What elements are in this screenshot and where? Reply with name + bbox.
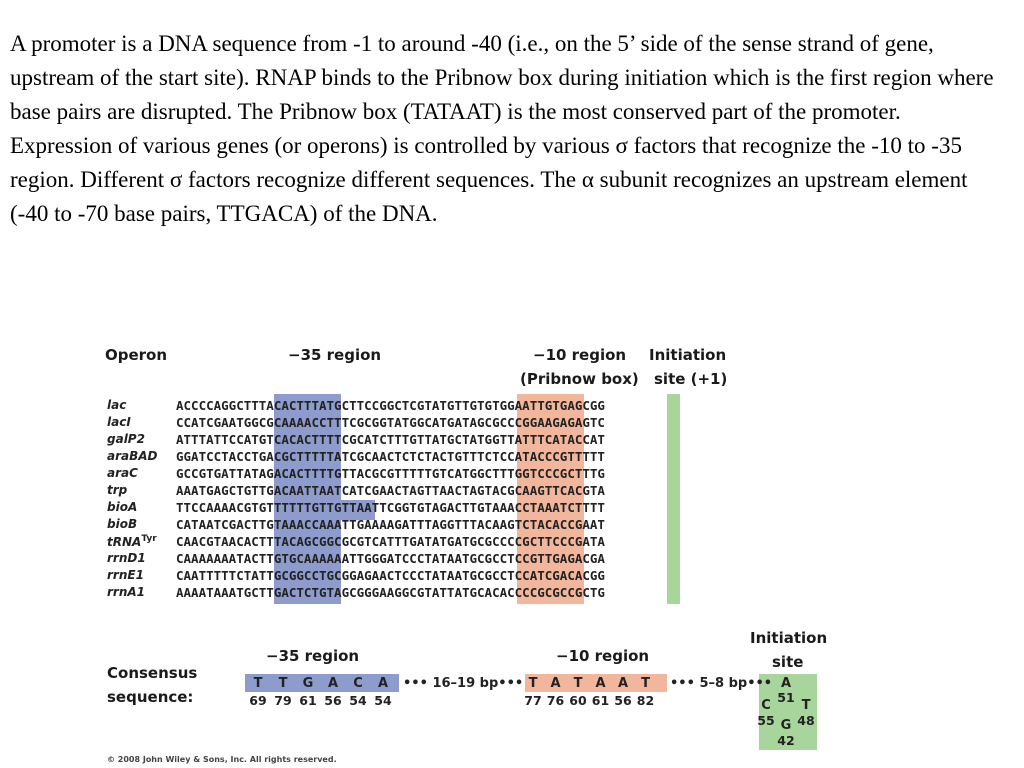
init-percent-g: 42 <box>777 733 795 748</box>
consensus-letter: A <box>377 676 389 691</box>
operon-sequence: GGATCCTACCTGACGCTTTTTATCGCAACTCTCTACTGTT… <box>176 449 605 464</box>
consensus-percent: 77 <box>524 693 542 708</box>
operon-sequence: CATAATCGACTTGTAAACCAAATTGAAAAGATTTAGGTTT… <box>176 517 605 532</box>
operon-sequence: TTCCAAAACGTGTTTTTTGTTGTTAATTCGGTGTAGACTT… <box>176 500 605 515</box>
consensus-letter: A <box>595 676 606 691</box>
operon-name: araC <box>107 466 138 480</box>
minus35-highlight-bioA-extension <box>341 500 375 520</box>
consensus-label-line1: Consensus <box>107 664 198 682</box>
consensus-initiation-header: Initiation <box>750 629 828 647</box>
copyright-notice: © 2008 John Wiley & Sons, Inc. All right… <box>107 755 337 764</box>
pribnow-header: (Pribnow box) <box>520 370 639 388</box>
initiation-site-header: site (+1) <box>654 370 728 388</box>
init-letter-a: A <box>780 676 792 691</box>
operon-name-text: lacI <box>107 415 131 429</box>
operon-name: rrnA1 <box>107 585 145 599</box>
operon-name: araBAD <box>107 449 158 463</box>
operon-name-text: bioA <box>107 500 138 514</box>
spacer-16-19bp-label: 16–19 bp <box>432 676 499 691</box>
consensus-letter: A <box>327 676 339 691</box>
operon-sequence: CAATTTTTCTATTGCGGCCTGCGGAGAACTCCCTATAATG… <box>176 568 605 583</box>
init-letter-g: G <box>780 718 792 733</box>
operon-name-text: rrnD1 <box>107 551 146 565</box>
consensus-letter: T <box>641 676 650 691</box>
operon-sequence: CAAAAAAATACTTGTGCAAAAAATTGGGATCCCTATAATG… <box>176 551 605 566</box>
consensus-percent: 82 <box>636 693 655 708</box>
initiation-header: Initiation <box>649 346 727 364</box>
consensus-minus10-header: −10 region <box>556 647 650 665</box>
consensus-percent: 54 <box>374 693 392 708</box>
operon-name: trp <box>107 483 127 497</box>
operon-name-text: rrnE1 <box>107 568 144 582</box>
consensus-letter: T <box>573 676 583 691</box>
minus10-header: −10 region <box>533 346 627 364</box>
spacer-5-8bp: ••• 5–8 bp••• <box>670 676 773 691</box>
consensus-minus10-box <box>525 674 667 692</box>
operon-name-text: lac <box>107 398 127 412</box>
operon-sequence: AAAATAAATGCTTGACTCTGTAGCGGGAAGGCGTATTATG… <box>176 585 605 600</box>
consensus-minus35-box <box>245 674 399 692</box>
operon-name: lac <box>107 398 126 412</box>
consensus-site-header: site <box>772 653 804 671</box>
operon-sequence: CCATCGAATGGCGCAAAACCTTTCGCGGTATGGCATGATA… <box>176 415 605 430</box>
consensus-percent: 56 <box>324 693 342 708</box>
init-letter-t: T <box>801 698 811 713</box>
minus35-header: −35 region <box>288 346 382 364</box>
consensus-percent: 54 <box>349 693 367 708</box>
operon-sequence: ATTTATTCCATGTCACACTTTTCGCATCTTTGTTATGCTA… <box>176 432 605 447</box>
consensus-percent: 60 <box>569 693 587 708</box>
consensus-percent: 61 <box>591 693 610 708</box>
consensus-percent: 56 <box>614 693 632 708</box>
spacer-5-8bp-label: 5–8 bp <box>699 676 748 691</box>
operon-header: Operon <box>105 346 168 364</box>
operon-sequence: AAATGAGCTGTTGACAATTAATCATCGAACTAGTTAACTA… <box>176 483 605 498</box>
operon-name: tRNATyr <box>107 534 157 549</box>
operon-name-text: rrnA1 <box>107 585 146 599</box>
consensus-label-line2: sequence: <box>107 688 194 706</box>
consensus-letter: C <box>353 676 363 691</box>
consensus-percent: 79 <box>274 693 292 708</box>
consensus-letter: T <box>253 676 263 691</box>
consensus-letter: A <box>550 676 561 691</box>
consensus-initiation-box <box>759 674 817 750</box>
init-percent-c: 55 <box>757 713 775 728</box>
spacer-16-19bp: ••• 16–19 bp••• <box>403 676 524 691</box>
operon-name: bioB <box>107 517 137 531</box>
minus10-highlight <box>517 394 584 604</box>
init-letter-c: C <box>761 698 771 713</box>
minus35-highlight <box>274 394 341 604</box>
operon-sequence: CAACGTAACACTTTACAGCGGCGCGTCATTTGATATGATG… <box>176 534 605 549</box>
init-percent-t: 48 <box>797 713 815 728</box>
consensus-letter: T <box>528 676 538 691</box>
operon-name-text: galP2 <box>107 432 145 446</box>
consensus-letter: T <box>278 676 288 691</box>
operon-name: galP2 <box>107 432 145 446</box>
operon-name: rrnD1 <box>107 551 146 565</box>
operon-sequence: GCCGTGATTATAGACACTTTTGTTACGCGTTTTTGTCATG… <box>176 466 605 481</box>
consensus-letter: A <box>617 676 629 691</box>
operon-name-text: araC <box>107 466 138 480</box>
init-percent-a: 51 <box>777 690 795 705</box>
consensus-letter: G <box>302 676 314 691</box>
consensus-minus35-header: −35 region <box>266 647 360 665</box>
operon-sequence: ACCCCAGGCTTTACACTTTATGCTTCCGGCTCGTATGTTG… <box>176 398 605 413</box>
operon-name: lacI <box>107 415 131 429</box>
operon-name-text: trp <box>107 483 128 497</box>
operon-name: bioA <box>107 500 137 514</box>
operon-name-text: araBAD <box>107 449 158 463</box>
initiation-highlight <box>667 394 680 604</box>
consensus-percent: 69 <box>249 693 267 708</box>
paragraph-promoter: A promoter is a DNA sequence from -1 to … <box>10 31 994 124</box>
consensus-percent: 76 <box>546 693 565 708</box>
slide-text: A promoter is a DNA sequence from -1 to … <box>10 27 1010 231</box>
operon-name: rrnE1 <box>107 568 144 582</box>
consensus-percent: 61 <box>299 693 317 708</box>
operon-name-superscript: Tyr <box>141 534 157 544</box>
paragraph-sigma-factors: Expression of various genes (or operons)… <box>10 133 968 226</box>
operon-name-text: tRNA <box>107 535 142 549</box>
operon-name-text: bioB <box>107 517 138 531</box>
